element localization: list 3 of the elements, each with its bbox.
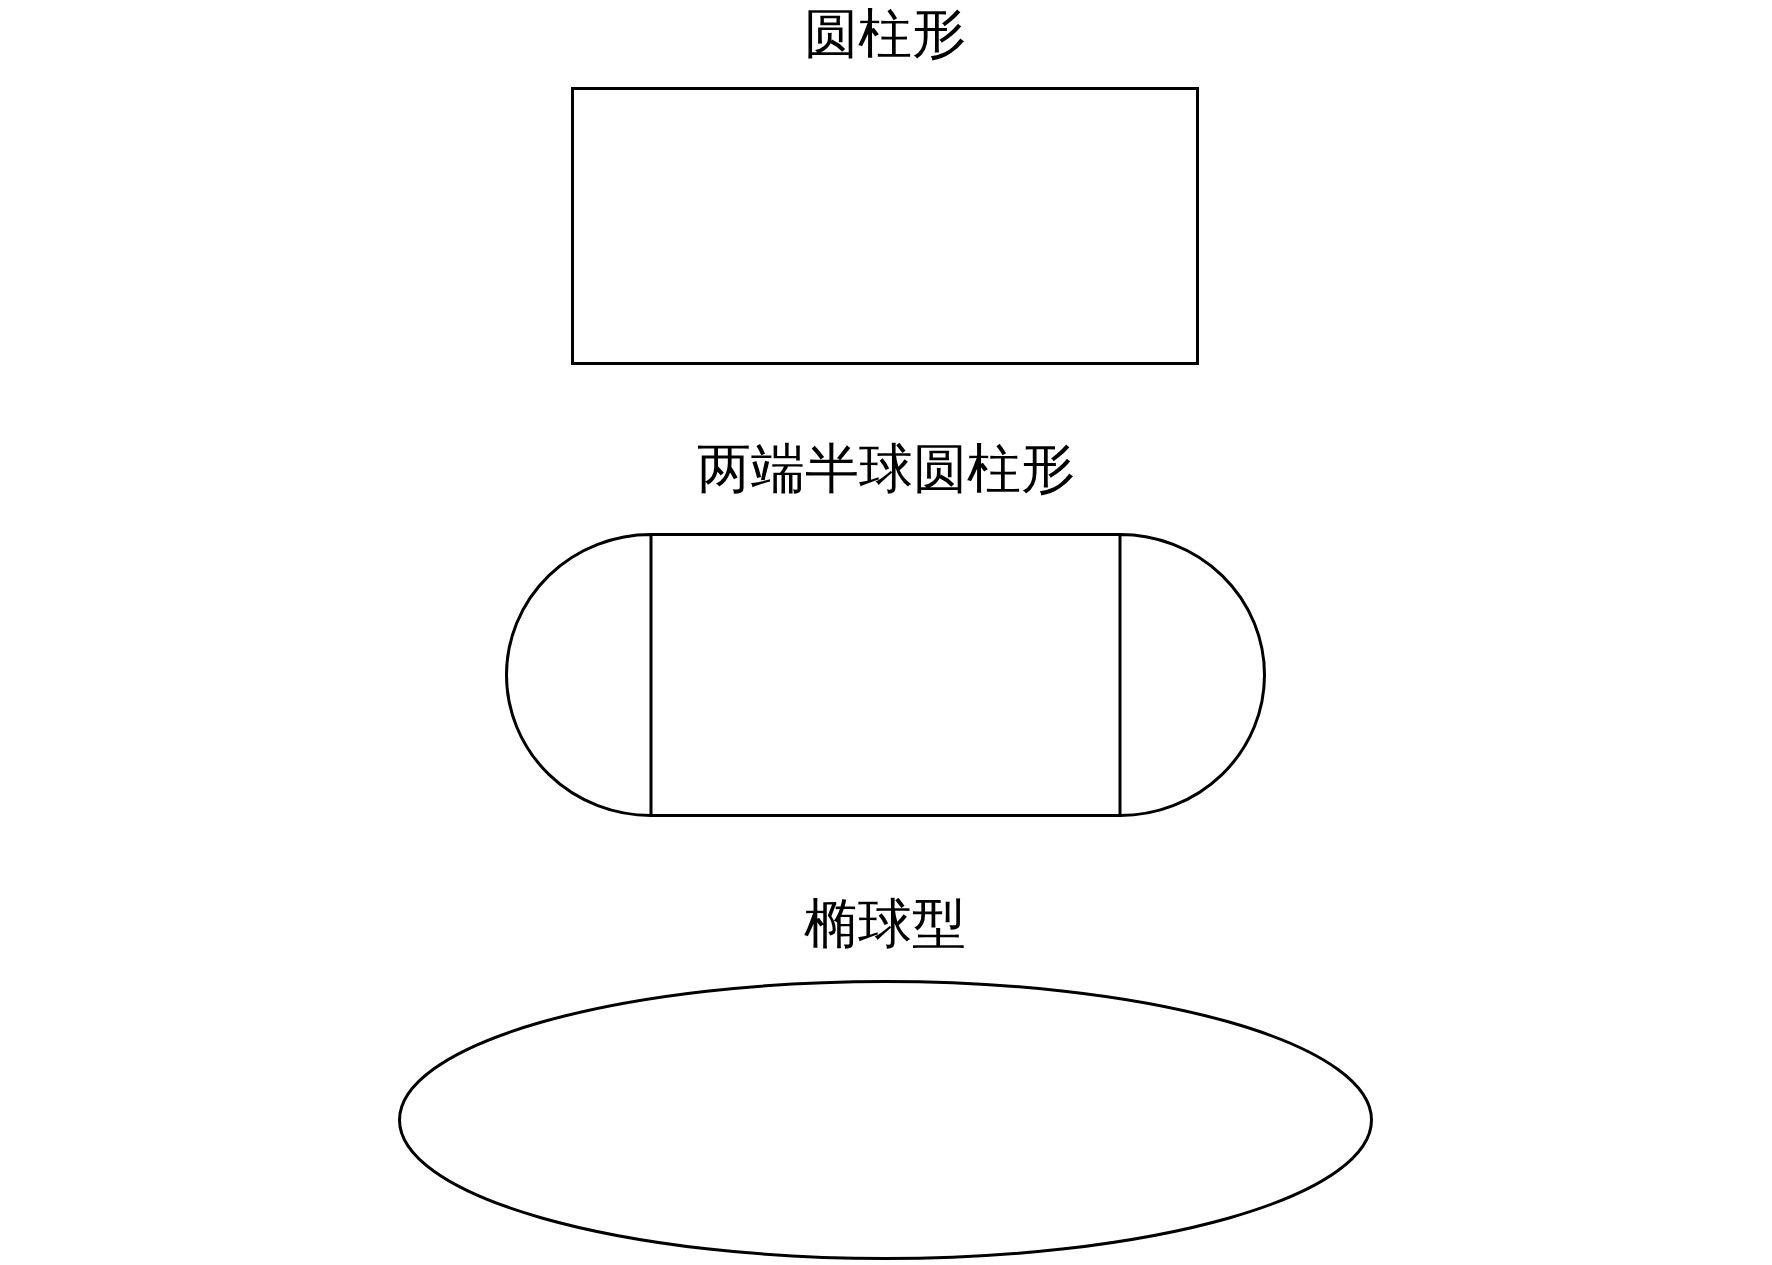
- shape-heading: 两端半球圆柱形: [697, 437, 1075, 501]
- shape-heading: 圆柱形: [804, 2, 966, 66]
- shape-heading: 椭球型: [804, 892, 966, 956]
